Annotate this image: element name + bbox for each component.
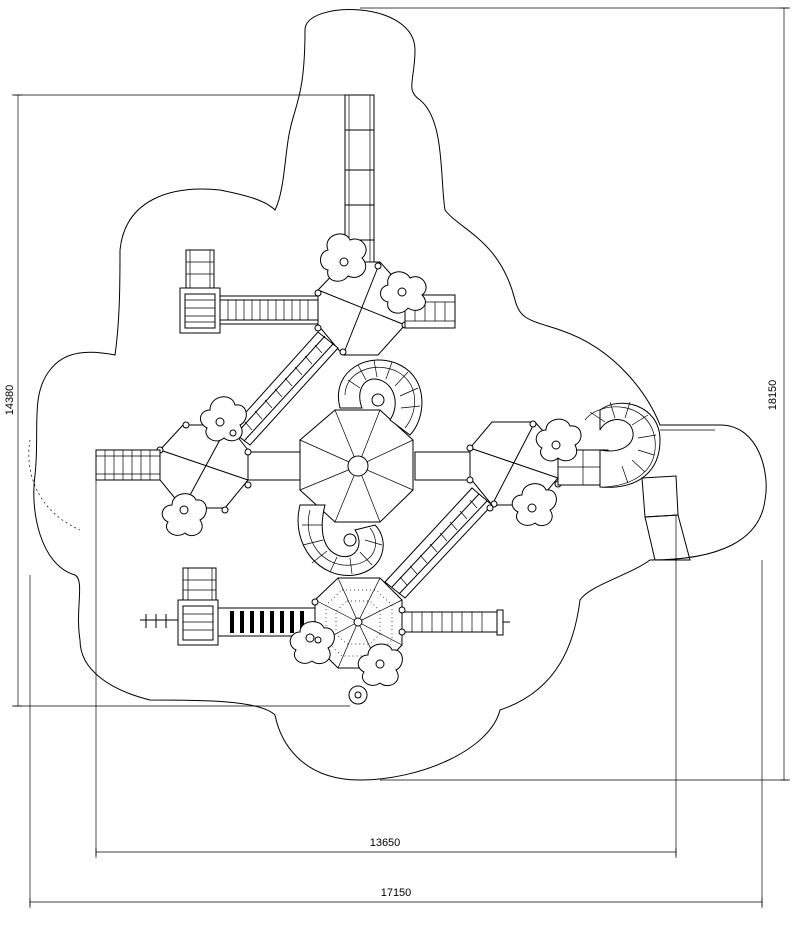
tree-left-upper (199, 396, 247, 442)
tower-left (156, 421, 252, 514)
outer-height-label: 18150 (767, 380, 779, 411)
tree-lower-left (289, 621, 335, 665)
tree-lower-right (357, 643, 403, 687)
post-markers (229, 324, 494, 644)
stair-left (95, 449, 161, 481)
platform-lower-left (140, 567, 219, 646)
safety-zone-dotted-arc (28, 439, 81, 531)
bridge-center-right (414, 451, 471, 481)
diagonal-bridge-lower-right (384, 487, 493, 599)
bridge-left-center (247, 451, 301, 481)
bridge-top-left (219, 295, 319, 325)
dimension-inner-height: 14380 (4, 94, 372, 707)
bridge-lower-left (217, 607, 316, 637)
diagonal-bridge-upper-left (229, 331, 339, 446)
dimension-outer-height: 18150 (360, 7, 790, 781)
tree-top-left (320, 233, 367, 282)
outer-width-label: 17150 (381, 887, 412, 899)
inner-width-label: 13650 (370, 837, 401, 849)
tube-slide-right (557, 401, 715, 561)
tree-left-lower (161, 493, 207, 537)
tree-top-right (380, 271, 427, 314)
tree-symbols (161, 233, 582, 687)
spiral-slide-upper (337, 359, 423, 436)
spiral-slide-lower (297, 504, 384, 576)
tree-right-lower (511, 483, 557, 527)
platform-top-left (179, 249, 221, 334)
spring-rocker (348, 685, 368, 705)
safety-zone-outline (33, 9, 767, 781)
inner-height-label: 14380 (4, 385, 16, 416)
dimension-inner-width: 13650 (95, 480, 677, 858)
rail-lower-right (401, 609, 510, 636)
dimension-outer-width: 17150 (29, 560, 763, 908)
tree-right-upper (535, 418, 582, 462)
central-roof (299, 409, 414, 523)
